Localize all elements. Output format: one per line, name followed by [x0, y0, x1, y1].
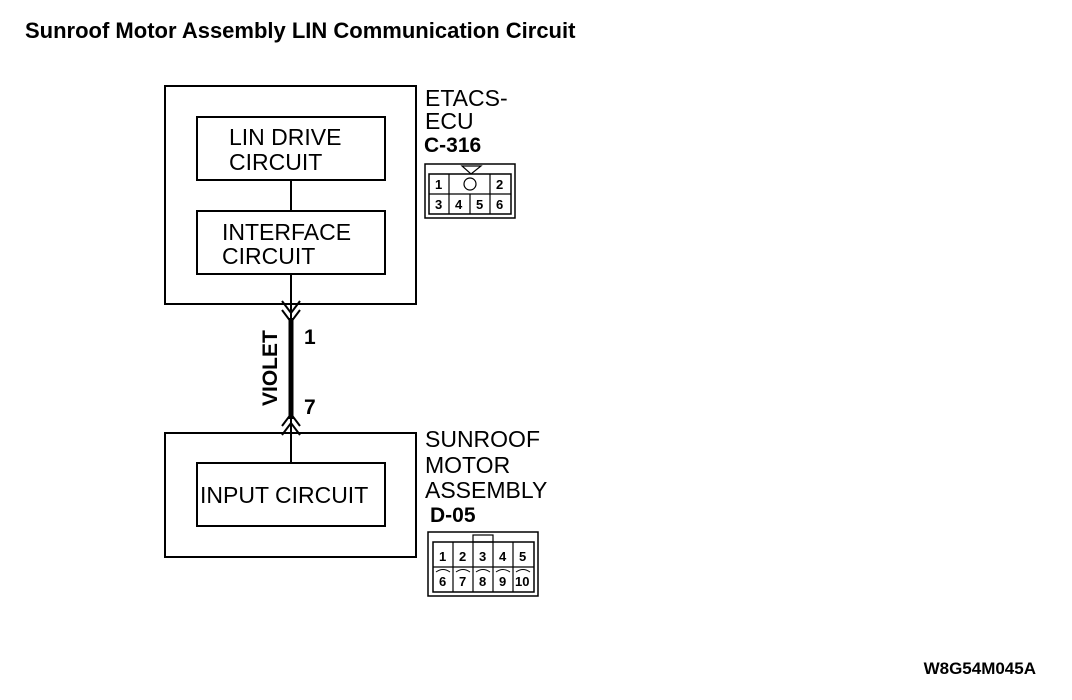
- d05-pin-8: 8: [479, 574, 486, 589]
- etacs-name-line1: ETACS-: [425, 85, 508, 111]
- d05-pin-6: 6: [439, 574, 446, 589]
- interface-label-line1: INTERFACE: [222, 219, 351, 245]
- c316-empty-cavity: [463, 177, 477, 191]
- sunroof-connector-id: D-05: [430, 504, 476, 527]
- c316-pin-4: 4: [455, 197, 463, 212]
- sunroof-name-line1: SUNROOF: [425, 426, 540, 452]
- wire-pin-bottom: 7: [304, 396, 316, 419]
- d05-pin-4: 4: [499, 549, 507, 564]
- interface-circuit-block: INTERFACE CIRCUIT: [196, 210, 386, 275]
- lin-drive-circuit-block: LIN DRIVE CIRCUIT: [196, 116, 386, 181]
- connector-chevron-top-inner: [281, 309, 301, 324]
- d05-pin-5: 5: [519, 549, 526, 564]
- drawing-code: W8G54M045A: [924, 659, 1036, 678]
- c316-connector-face: 1 2 3 4 5 6: [424, 163, 516, 219]
- sunroof-name-line2: MOTOR: [425, 452, 510, 478]
- connector-chevron-bottom-inner: [281, 412, 301, 427]
- wire-pin-top: 1: [304, 326, 316, 349]
- c316-pin-2: 2: [496, 177, 503, 192]
- diagram-title: Sunroof Motor Assembly LIN Communication…: [25, 18, 576, 43]
- input-circuit-block: INPUT CIRCUIT: [196, 462, 386, 527]
- d05-pin-3: 3: [479, 549, 486, 564]
- c316-pin-3: 3: [435, 197, 442, 212]
- connector-chevron-bottom-outer: [281, 421, 301, 436]
- d05-connector-face: 1 2 3 4 5 6 7 8 9 10: [427, 531, 539, 597]
- c316-lock-tab: [460, 165, 483, 175]
- lin-drive-label-line2: CIRCUIT: [229, 149, 322, 175]
- etacs-connector-id: C-316: [424, 134, 481, 157]
- etacs-name-line2: ECU: [425, 108, 474, 134]
- wire-color-label: VIOLET: [259, 330, 282, 406]
- c316-pin-6: 6: [496, 197, 503, 212]
- interface-label-line2: CIRCUIT: [222, 243, 315, 269]
- connector-chevron-top-outer: [281, 300, 301, 315]
- d05-pin-7: 7: [459, 574, 466, 589]
- input-circuit-label: INPUT CIRCUIT: [200, 482, 368, 508]
- sunroof-name-line3: ASSEMBLY: [425, 477, 547, 503]
- d05-lock-tab: [472, 534, 494, 543]
- c316-pin-5: 5: [476, 197, 483, 212]
- d05-pin-10: 10: [515, 574, 529, 589]
- d05-pin-2: 2: [459, 549, 466, 564]
- lin-drive-label-line1: LIN DRIVE: [229, 124, 341, 150]
- d05-pin-9: 9: [499, 574, 506, 589]
- c316-pin-1: 1: [435, 177, 442, 192]
- d05-pin-1: 1: [439, 549, 446, 564]
